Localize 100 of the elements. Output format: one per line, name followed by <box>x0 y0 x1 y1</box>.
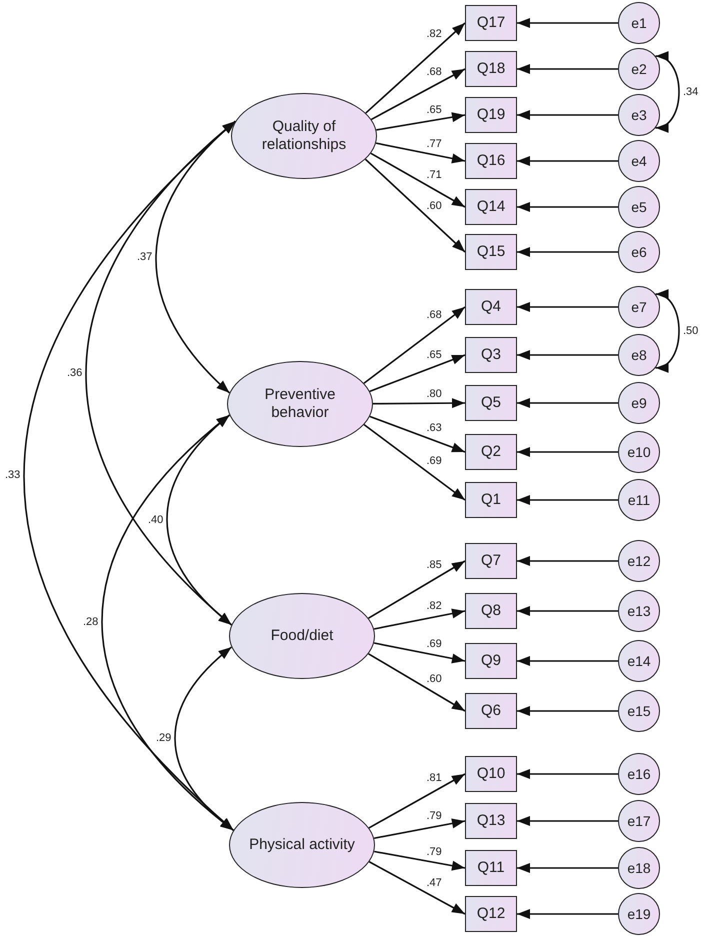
error-term-circle <box>618 231 660 273</box>
error-label: e6 <box>631 244 647 260</box>
error-term-circle <box>618 893 660 935</box>
error-label: e4 <box>631 152 647 170</box>
indicator-label: Q12 <box>476 905 506 923</box>
error-term-circle <box>618 690 660 732</box>
observed-variable-box <box>465 543 517 579</box>
error-label: e3 <box>631 106 647 124</box>
arrow <box>517 706 618 716</box>
arrow <box>517 556 618 566</box>
arrow <box>364 424 466 501</box>
arrow <box>368 560 466 619</box>
curved-double-headed-arrow <box>166 414 232 626</box>
arrow <box>374 818 466 840</box>
arrow <box>517 816 618 826</box>
coefficient-label: .34 <box>682 86 700 98</box>
error-term-circle <box>618 334 660 376</box>
error-label: e10 <box>627 444 651 460</box>
arrow <box>517 398 618 408</box>
indicator-label: Q19 <box>476 106 506 124</box>
error-term-circle <box>618 94 660 136</box>
observed-variable-box <box>465 385 517 421</box>
error-term-circle <box>618 640 660 682</box>
indicator-label: Q3 <box>480 346 501 364</box>
arrow <box>370 416 466 453</box>
arrow <box>517 302 618 312</box>
error-label: e2 <box>631 60 647 78</box>
arrow <box>374 850 466 871</box>
indicator-label: Q13 <box>476 812 506 830</box>
arrow <box>517 495 618 505</box>
indicator-label: Q15 <box>476 243 506 261</box>
error-label: e7 <box>631 298 647 316</box>
error-label: e16 <box>627 766 651 782</box>
arrow <box>374 608 466 630</box>
arrow <box>368 861 466 915</box>
arrow <box>373 398 465 408</box>
arrow <box>517 156 618 166</box>
variable-label: Quality of relationships <box>260 118 348 154</box>
error-label: e13 <box>627 602 651 620</box>
observed-variable-box <box>465 97 517 133</box>
arrow <box>517 202 618 212</box>
observed-variable-box <box>465 337 517 373</box>
error-term-circle <box>618 479 660 521</box>
observed-variable-box <box>465 643 517 679</box>
observed-variable-box <box>465 434 517 470</box>
observed-variable-box <box>465 593 517 629</box>
arrow <box>368 653 466 712</box>
error-label: e14 <box>627 652 651 670</box>
observed-variable-box <box>465 850 517 886</box>
error-label: e15 <box>627 702 651 720</box>
curved-double-headed-arrow <box>655 292 680 370</box>
indicator-label: Q18 <box>476 60 506 78</box>
error-label: e9 <box>631 394 647 412</box>
error-term-circle <box>618 48 660 90</box>
observed-variable-box <box>465 234 517 270</box>
observed-variable-box <box>465 5 517 41</box>
error-term-circle <box>618 140 660 182</box>
error-term-circle <box>618 431 660 473</box>
error-label: e11 <box>628 492 650 508</box>
error-term-circle <box>618 590 660 632</box>
arrow <box>370 152 466 208</box>
error-label: e19 <box>627 906 651 922</box>
observed-variable-box <box>465 189 517 225</box>
indicator-label: Q10 <box>476 765 506 783</box>
indicator-label: Q17 <box>476 14 506 32</box>
arrow <box>369 354 466 392</box>
arrow <box>370 68 466 120</box>
error-label: e17 <box>627 812 651 830</box>
error-label: e1 <box>631 14 647 32</box>
arrow <box>517 447 618 457</box>
indicator-label: Q2 <box>480 443 501 461</box>
curved-double-headed-arrow <box>174 646 234 831</box>
indicator-label: Q11 <box>477 859 505 877</box>
error-term-circle <box>618 540 660 582</box>
observed-variable-box <box>465 289 517 325</box>
observed-variable-box <box>465 896 517 932</box>
arrow <box>517 909 618 919</box>
arrow <box>517 110 618 120</box>
arrow <box>517 64 618 74</box>
variable-label: Food/diet <box>270 627 334 645</box>
arrow <box>376 142 466 164</box>
arrow <box>374 642 466 664</box>
indicator-label: Q8 <box>480 602 501 620</box>
arrow <box>517 606 618 616</box>
variable-label: Preventive behavior <box>264 386 336 422</box>
arrow <box>365 22 466 114</box>
arrow <box>368 773 466 829</box>
arrow <box>363 306 466 384</box>
arrow <box>517 863 618 873</box>
error-label: e12 <box>627 552 651 570</box>
arrow <box>517 769 618 779</box>
arrow <box>376 112 466 131</box>
observed-variable-box <box>465 756 517 792</box>
curved-double-headed-arrow <box>655 54 680 130</box>
error-term-circle <box>618 753 660 795</box>
arrow <box>364 158 466 253</box>
observed-variable-box <box>465 693 517 729</box>
coefficient-label: .50 <box>682 324 700 338</box>
curved-double-headed-arrow <box>24 120 236 831</box>
arrow <box>517 18 618 28</box>
